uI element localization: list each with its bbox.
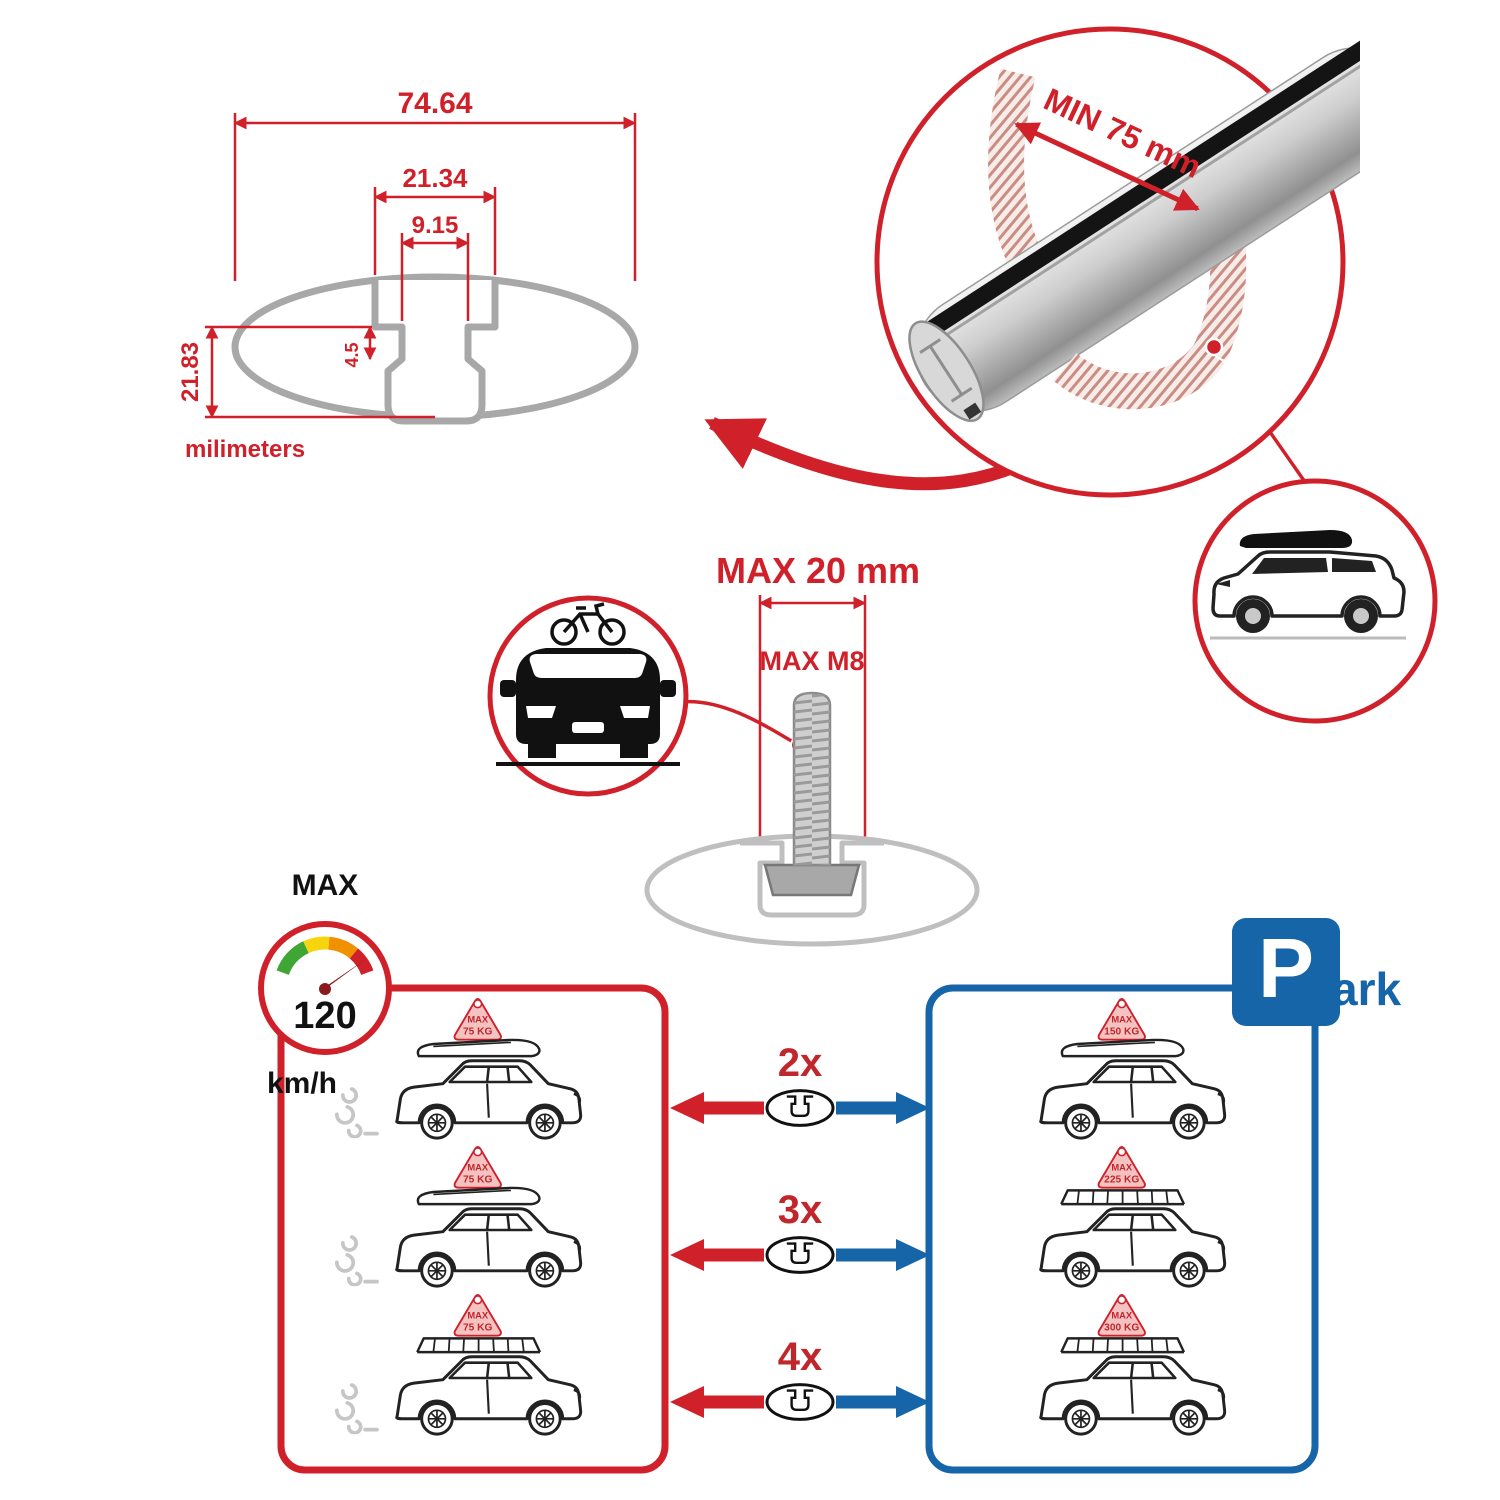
bar-quantity-column: 2x 3x 4x (670, 1041, 930, 1421)
badge-max-label: MAX (467, 1163, 489, 1173)
strap-marker-dot (1204, 337, 1224, 357)
dim-slot-inner: 9.15 (412, 212, 459, 239)
right-arrow-icon (896, 1239, 930, 1271)
badge-weight-value: 225 KG (1104, 1174, 1139, 1185)
strap-illustration-front (1053, 341, 1225, 410)
speed-value: 120 (293, 995, 356, 1037)
bolt-dimension-section: MAX 20 mm MAX M8 (644, 550, 980, 947)
gauge-needle (321, 959, 366, 992)
crossbar-profile-icon (765, 1089, 835, 1127)
badge-max-label: MAX (1111, 1163, 1133, 1173)
suv-with-roofbox-icon (1210, 530, 1406, 640)
line-carfront-to-bolt (679, 699, 799, 747)
parking-sign-suffix: ark (1332, 963, 1402, 1015)
driving-car-3: MAX 75 KG (334, 1293, 583, 1436)
quantity-row-2x: 2x (670, 1041, 930, 1127)
left-arrow-icon (670, 1239, 704, 1271)
car-front-bike-circle (487, 595, 689, 797)
bike-icon (550, 602, 626, 646)
driving-car-1: MAX 75 KG (334, 997, 583, 1140)
park-sign: P ark (1232, 918, 1432, 1033)
parked-car-1: MAX 150 KG (1039, 997, 1227, 1140)
quantity-row-4x: 4x (670, 1335, 930, 1421)
badge-weight-value: 75 KG (463, 1174, 493, 1185)
badge-weight-value: 75 KG (463, 1026, 493, 1037)
arrow-bar-to-profile (704, 417, 1044, 491)
car-front-icon (496, 648, 680, 766)
parking-sign-letter: P (1257, 921, 1315, 1015)
quantity-row-3x: 3x (670, 1188, 930, 1274)
speed-max-label: MAX (292, 869, 359, 902)
dim-height-total: 21.83 (177, 342, 204, 402)
dimension-lines (205, 113, 637, 419)
right-arrow-icon (896, 1092, 930, 1124)
badge-max-label: MAX (1111, 1015, 1133, 1025)
badge-max-label: MAX (467, 1015, 489, 1025)
dim-width-total: 74.64 (397, 87, 472, 120)
badge-weight-value: 150 KG (1104, 1026, 1139, 1037)
parked-car-2: MAX 225 KG (1039, 1145, 1227, 1288)
badge-max-label: MAX (1111, 1311, 1133, 1321)
crossbar-profile-icon (765, 1383, 835, 1421)
parking-sign-icon: P (1232, 918, 1340, 1026)
suv-roofbox-circle (1192, 478, 1438, 724)
bar-end-cross-section (908, 320, 985, 423)
left-arrow-icon (670, 1092, 704, 1124)
profile-dimension-drawing: 74.64 21.34 9.15 4.5 21.83 milimeters (177, 87, 639, 463)
quantity-label: 3x (778, 1188, 823, 1232)
crossbar-profile-icon (765, 1236, 835, 1274)
left-arrow-icon (670, 1386, 704, 1418)
badge-weight-value: 300 KG (1104, 1322, 1139, 1333)
profile-tslot-shape (371, 280, 499, 425)
quantity-label: 2x (778, 1041, 823, 1085)
max-thread-label: MAX M8 (759, 646, 864, 676)
badge-max-label: MAX (467, 1311, 489, 1321)
bolt-dimension-lines (758, 595, 867, 840)
parking-panel: MAX 150 KG MAX 225 KG MAX 300 KG (925, 984, 1319, 1474)
speed-limit-widget: MAX 120 km/h (258, 869, 392, 1100)
max-width-label: MAX 20 mm (716, 550, 920, 591)
dim-slot-outer: 21.34 (402, 163, 468, 193)
dim-lip-depth: 4.5 (342, 342, 362, 367)
quantity-label: 4x (778, 1335, 823, 1379)
t-bolt-icon (763, 691, 861, 897)
driving-car-2: MAX 75 KG (334, 1145, 583, 1288)
gauge-arc (276, 936, 374, 976)
right-arrow-icon (896, 1386, 930, 1418)
badge-weight-value: 75 KG (463, 1322, 493, 1333)
parked-car-3: MAX 300 KG (1039, 1293, 1227, 1436)
driving-panel: MAX 75 KG MAX 75 KG MAX 75 KG (277, 984, 669, 1474)
crossbar-detail-circle: MIN 75 mm (874, 26, 1360, 498)
units-label: milimeters (185, 436, 305, 463)
speed-units: km/h (267, 1067, 337, 1100)
